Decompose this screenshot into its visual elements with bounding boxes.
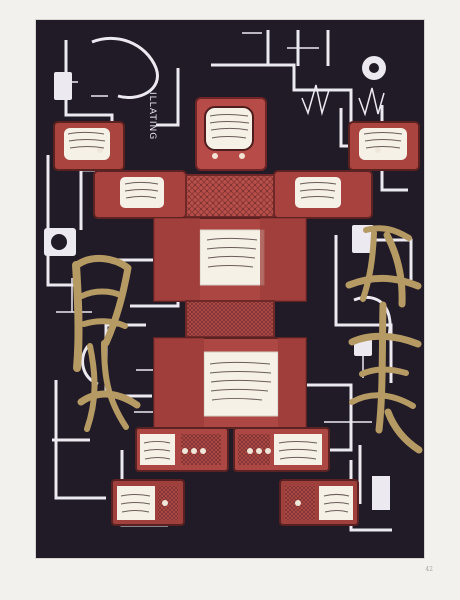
gold-calligraphy xyxy=(72,225,423,454)
knobs xyxy=(97,147,381,506)
vertical-machine-label: ILLATING xyxy=(147,92,157,141)
tv-robot-artwork: ILLATING xyxy=(36,20,424,558)
left-shoulder-screen xyxy=(120,177,164,208)
right-shoulder-screen xyxy=(295,177,341,208)
waist-speaker xyxy=(185,300,275,338)
page-number: 42 xyxy=(425,566,433,573)
chest-speaker-grill xyxy=(185,174,275,218)
artwork-drawing xyxy=(36,20,424,558)
handwritten-screen-scribbles xyxy=(67,114,403,513)
upper-right-screen xyxy=(359,128,407,160)
lower-screen xyxy=(203,351,279,417)
